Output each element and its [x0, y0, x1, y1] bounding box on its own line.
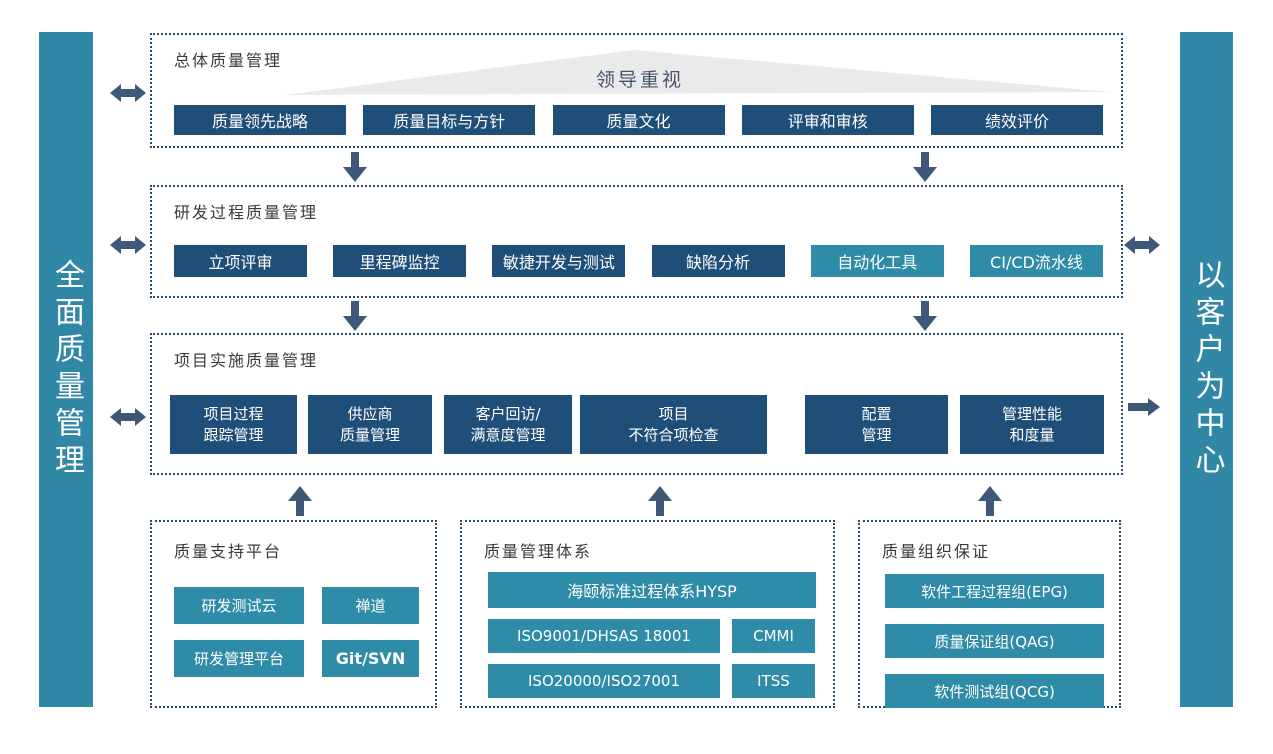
btn-defect-analysis: 缺陷分析	[651, 245, 785, 277]
btn-automation-tools: 自动化工具	[810, 245, 944, 277]
btn-line: 配置	[861, 405, 892, 424]
btn-review-audit: 评审和审核	[741, 105, 914, 135]
left-double-arrow-icon	[110, 83, 146, 103]
btn-cicd-pipeline: CI/CD流水线	[969, 245, 1103, 277]
btn-itss: ITSS	[732, 664, 815, 698]
btn-milestone-monitoring: 里程碑监控	[333, 245, 467, 277]
btn-line: 管理	[861, 425, 892, 444]
btn-line: 项目过程	[203, 405, 264, 424]
btn-project-process-tracking: 项目过程 跟踪管理	[170, 395, 297, 454]
leadership-triangle	[285, 50, 1112, 95]
btn-iso20000-iso27001: ISO20000/ISO27001	[488, 664, 720, 698]
btn-performance-eval: 绩效评价	[931, 105, 1103, 135]
left-bar-total-quality: 全面质量管理	[39, 32, 93, 707]
btn-quality-goals-policy: 质量目标与方针	[363, 105, 536, 135]
down-arrow-icon	[343, 301, 367, 331]
up-arrow-icon	[648, 486, 672, 516]
section-title-overall: 总体质量管理	[174, 51, 283, 70]
up-arrow-icon	[288, 486, 312, 516]
section-title-rnd: 研发过程质量管理	[174, 203, 319, 222]
btn-configuration-mgmt: 配置 管理	[805, 395, 948, 454]
btn-zentao: 禅道	[322, 587, 419, 624]
btn-line: 满意度管理	[470, 425, 546, 444]
btn-line: 管理性能	[1001, 405, 1062, 424]
btn-line: 质量管理	[339, 425, 400, 444]
btn-line: 不符合项检查	[628, 425, 719, 444]
left-double-arrow-icon	[110, 235, 146, 255]
section-title-project: 项目实施质量管理	[174, 351, 319, 370]
btn-rd-test-cloud: 研发测试云	[174, 587, 304, 624]
btn-line: 项目	[658, 405, 689, 424]
project-impl-quality-section: 项目实施质量管理 项目过程 跟踪管理 供应商 质量管理 客户回访/ 满意度管理 …	[150, 333, 1123, 475]
quality-mgmt-system-section: 质量管理体系 海颐标准过程体系HYSP ISO9001/DHSAS 18001 …	[460, 520, 835, 708]
btn-line: 跟踪管理	[203, 425, 264, 444]
quality-support-platform-section: 质量支持平台 研发测试云 禅道 研发管理平台 Git/SVN	[150, 520, 437, 708]
section-title-platform: 质量支持平台	[174, 542, 283, 561]
right-double-arrow-icon	[1124, 235, 1160, 255]
section-title-system: 质量管理体系	[484, 542, 593, 561]
btn-customer-visit-satisfaction: 客户回访/ 满意度管理	[444, 395, 572, 454]
btn-epg-group: 软件工程过程组(EPG)	[885, 574, 1104, 608]
right-arrow-icon	[1128, 397, 1160, 417]
down-arrow-icon	[913, 152, 937, 182]
btn-line: 客户回访/	[475, 405, 541, 424]
right-bar-customer-centric: 以客户为中心	[1180, 32, 1233, 707]
btn-qcg-group: 软件测试组(QCG)	[885, 674, 1104, 708]
right-bar-label: 以客户为中心	[1189, 258, 1225, 481]
btn-git-svn: Git/SVN	[322, 640, 419, 677]
btn-rd-mgmt-platform: 研发管理平台	[174, 640, 304, 677]
btn-nonconformity-check: 项目 不符合项检查	[580, 395, 767, 454]
btn-performance-measurement: 管理性能 和度量	[960, 395, 1104, 454]
left-bar-label: 全面质量管理	[49, 258, 84, 481]
btn-line: 和度量	[1009, 425, 1055, 444]
up-arrow-icon	[978, 486, 1002, 516]
btn-agile-dev-testing: 敏捷开发与测试	[492, 245, 626, 277]
down-arrow-icon	[343, 152, 367, 182]
btn-supplier-quality: 供应商 质量管理	[308, 395, 432, 454]
btn-iso9001-dhsas: ISO9001/DHSAS 18001	[488, 619, 720, 653]
btn-quality-strategy: 质量领先战略	[174, 105, 346, 135]
leadership-banner: 领导重视	[595, 69, 684, 91]
overall-quality-section: 总体质量管理 领导重视 质量领先战略 质量目标与方针 质量文化 评审和审核 绩效…	[150, 33, 1123, 148]
btn-hysp-standard-process: 海颐标准过程体系HYSP	[488, 572, 816, 608]
down-arrow-icon	[913, 301, 937, 331]
section-title-org: 质量组织保证	[882, 542, 991, 561]
btn-qag-group: 质量保证组(QAG)	[885, 624, 1104, 658]
btn-cmmi: CMMI	[732, 619, 815, 653]
btn-line: 供应商	[347, 405, 393, 424]
btn-project-approval-review: 立项评审	[174, 245, 307, 277]
quality-org-assurance-section: 质量组织保证 软件工程过程组(EPG) 质量保证组(QAG) 软件测试组(QCG…	[858, 520, 1121, 708]
rnd-process-quality-section: 研发过程质量管理 立项评审 里程碑监控 敏捷开发与测试 缺陷分析 自动化工具 C…	[150, 185, 1123, 298]
btn-quality-culture: 质量文化	[552, 105, 725, 135]
left-double-arrow-icon	[110, 407, 146, 427]
